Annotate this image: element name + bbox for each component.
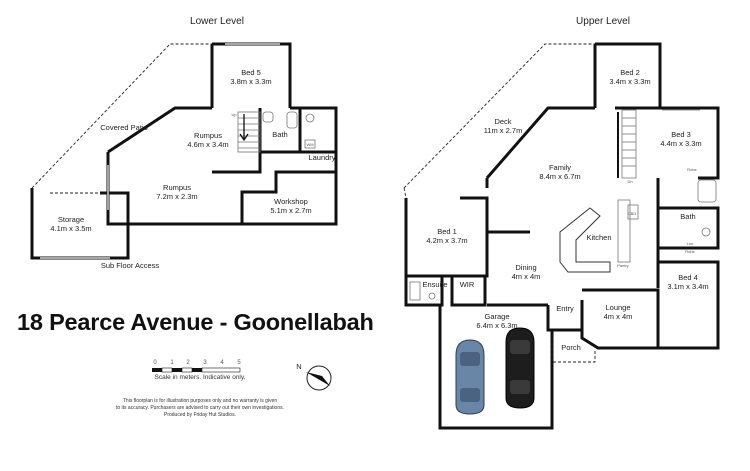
porch-dashed-outline (551, 338, 596, 363)
workshop-name: Workshop (274, 197, 308, 206)
toilet-upper-icon (701, 227, 711, 237)
deck-dashed-outline (403, 43, 595, 189)
laundry-label: Laundry (308, 153, 335, 162)
bath-upper-label: Bath (680, 212, 695, 221)
kitchen-label: Kitchen (586, 233, 611, 242)
bed5-dim: 3.8m x 3.3m (230, 77, 271, 86)
bed1-walls (404, 196, 489, 278)
upper-level-plan: Dn Pantry CBD Robe Lnn Robe (403, 42, 720, 430)
garage-name: Garage (484, 312, 509, 321)
disclaimer-line-3: Produced by Friday Hut Studios. (164, 412, 236, 418)
porch-label: Porch (561, 343, 581, 352)
workshop-walls (240, 170, 338, 226)
scale-tick-5: 5 (237, 360, 241, 366)
dn-label: Dn (627, 179, 632, 184)
kitchen-bench (559, 207, 611, 273)
upper-stairs (617, 109, 637, 179)
wir-label: WIR (460, 280, 475, 289)
north-compass-icon (306, 365, 332, 391)
ensuite-shower-icon (409, 281, 421, 301)
lower-level-plan: Up WM (30, 42, 338, 260)
upper-level-heading: Upper Level (576, 16, 630, 27)
rumpus-upper-dim: 4.6m x 3.4m (187, 140, 228, 149)
garage-dim: 6.4m x 6.3m (476, 321, 517, 330)
storage-walls (30, 188, 130, 260)
scale-tick-3: 3 (203, 360, 207, 366)
wm-icon (304, 139, 316, 149)
bed3-dim: 4.4m x 3.3m (660, 139, 701, 148)
bed4-dim: 3.1m x 3.4m (667, 282, 708, 291)
toilet-icon (305, 113, 315, 123)
compass-n-label: N (296, 362, 301, 371)
covered-patio-label: Covered Patio (100, 123, 148, 132)
lower-stairs (237, 111, 261, 153)
rumpus-lower-dim: 7.2m x 2.3m (156, 192, 197, 201)
dining-dim: 4m x 4m (512, 272, 541, 281)
bed2-walls (593, 42, 662, 108)
bed2-dim: 3.4m x 3.3m (609, 77, 650, 86)
black-car-icon (505, 327, 535, 409)
address-title: 18 Pearce Avenue - Goonellabah (17, 309, 374, 335)
storage-dim: 4.1m x 3.5m (50, 224, 91, 233)
bed3-name: Bed 3 (671, 130, 691, 139)
family-dim: 8.4m x 6.7m (539, 172, 580, 181)
scale-tick-0: 0 (153, 360, 157, 366)
cbd-label: CBD (628, 211, 637, 216)
scale-tick-4: 4 (220, 360, 224, 366)
disclaimer: This floorplan is for illustration purpo… (100, 398, 300, 419)
scale-bar (152, 367, 241, 373)
rumpus-upper-name: Rumpus (194, 131, 222, 140)
bath-lower-label: Bath (272, 130, 287, 139)
scale-tick-1: 1 (170, 360, 174, 366)
lounge-dim: 4m x 4m (604, 312, 633, 321)
robe-label-bed3: Robe (687, 167, 697, 172)
bathtub-icon (697, 179, 717, 203)
family-name: Family (549, 163, 571, 172)
bed4-name: Bed 4 (678, 273, 698, 282)
workshop-dim: 5.1m x 2.7m (270, 206, 311, 215)
ensuite-toilet-icon (428, 292, 436, 300)
dining-name: Dining (515, 263, 536, 272)
pantry-label: Pantry (617, 263, 629, 268)
blue-car-icon (455, 339, 485, 415)
scale-caption: Scale in meters. Indicative only. (154, 374, 246, 381)
lower-level-heading: Lower Level (190, 16, 244, 27)
shower-icon (286, 111, 298, 129)
sub-floor-label: Sub Floor Access (101, 261, 160, 270)
garage-walls (438, 305, 554, 430)
deck-name: Deck (494, 117, 511, 126)
lnn-label: Lnn (687, 241, 694, 246)
bed1-dim: 4.2m x 3.7m (426, 236, 467, 245)
scale-tick-2: 2 (186, 360, 190, 366)
pantry-cupboard (617, 199, 631, 263)
robe-label-bed4: Robe (685, 249, 695, 254)
up-label: Up (231, 112, 237, 117)
bed1-name: Bed 1 (437, 227, 457, 236)
storage-name: Storage (58, 215, 84, 224)
bed2-name: Bed 2 (620, 68, 640, 77)
deck-dim: 11m x 2.7m (484, 126, 523, 135)
bed5-name: Bed 5 (241, 68, 261, 77)
entry-label: Entry (556, 304, 574, 313)
wm-label: WM (306, 142, 313, 147)
patio-dashed-outline (31, 43, 212, 189)
lounge-name: Lounge (605, 303, 630, 312)
ensuite-label: Ensuite (422, 280, 447, 289)
disclaimer-line-1: This floorplan is for illustration purpo… (122, 398, 278, 404)
basin-icon (262, 111, 274, 123)
disclaimer-line-2: to its accuracy. Purchasers are advised … (115, 405, 285, 411)
rumpus-lower-name: Rumpus (163, 183, 191, 192)
